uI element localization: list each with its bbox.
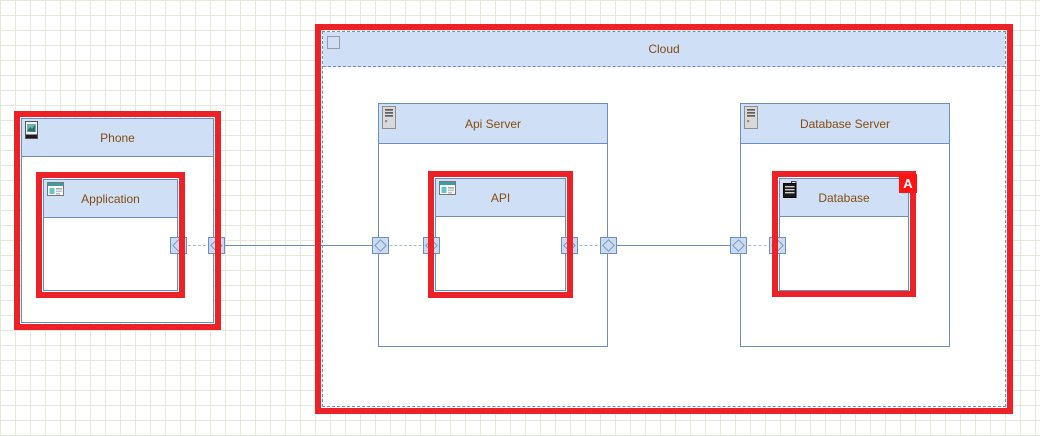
api-header[interactable]: API — [436, 179, 565, 217]
connection-point-marker[interactable] — [208, 237, 225, 254]
connector-segment[interactable] — [738, 245, 777, 246]
app-window-icon — [47, 182, 64, 196]
connector-segment[interactable] — [608, 245, 738, 246]
connection-point-marker[interactable] — [561, 237, 578, 254]
application-node[interactable]: Application — [43, 179, 178, 291]
api-server-label: Api Server — [464, 116, 522, 131]
connector-segment[interactable] — [380, 245, 431, 246]
api-server-header[interactable]: Api Server — [379, 104, 607, 144]
phone-header[interactable]: Phone — [22, 119, 213, 157]
cloud-label: Cloud — [648, 42, 680, 56]
application-label: Application — [81, 191, 140, 206]
database-server-label: Database Server — [799, 116, 891, 131]
connector-segment[interactable] — [569, 245, 608, 246]
app-window-icon — [439, 181, 456, 195]
connection-point-marker[interactable] — [372, 237, 389, 254]
database-icon — [783, 181, 797, 198]
phone-label: Phone — [100, 130, 135, 145]
connection-point-marker[interactable] — [730, 237, 747, 254]
database-header[interactable]: Database — [780, 179, 908, 217]
database-server-header[interactable]: Database Server — [741, 104, 949, 144]
connector-segment[interactable] — [178, 245, 216, 246]
database-badge: A — [899, 174, 917, 193]
database-node[interactable]: Database — [779, 178, 909, 291]
connection-point-marker[interactable] — [170, 237, 187, 254]
api-node[interactable]: API — [435, 178, 566, 291]
connector-segment[interactable] — [216, 245, 380, 246]
connection-point-marker[interactable] — [769, 237, 786, 254]
tower-server-icon — [382, 106, 396, 129]
cloud-header[interactable]: Cloud — [323, 32, 1005, 67]
phone-icon — [25, 121, 38, 139]
connection-point-marker[interactable] — [423, 237, 440, 254]
cloud-collapse-toggle[interactable] — [327, 36, 340, 49]
database-label: Database — [818, 190, 870, 205]
connection-point-marker[interactable] — [600, 237, 617, 254]
api-label: API — [490, 190, 511, 205]
tower-server-icon — [744, 106, 758, 129]
application-header[interactable]: Application — [44, 180, 177, 218]
